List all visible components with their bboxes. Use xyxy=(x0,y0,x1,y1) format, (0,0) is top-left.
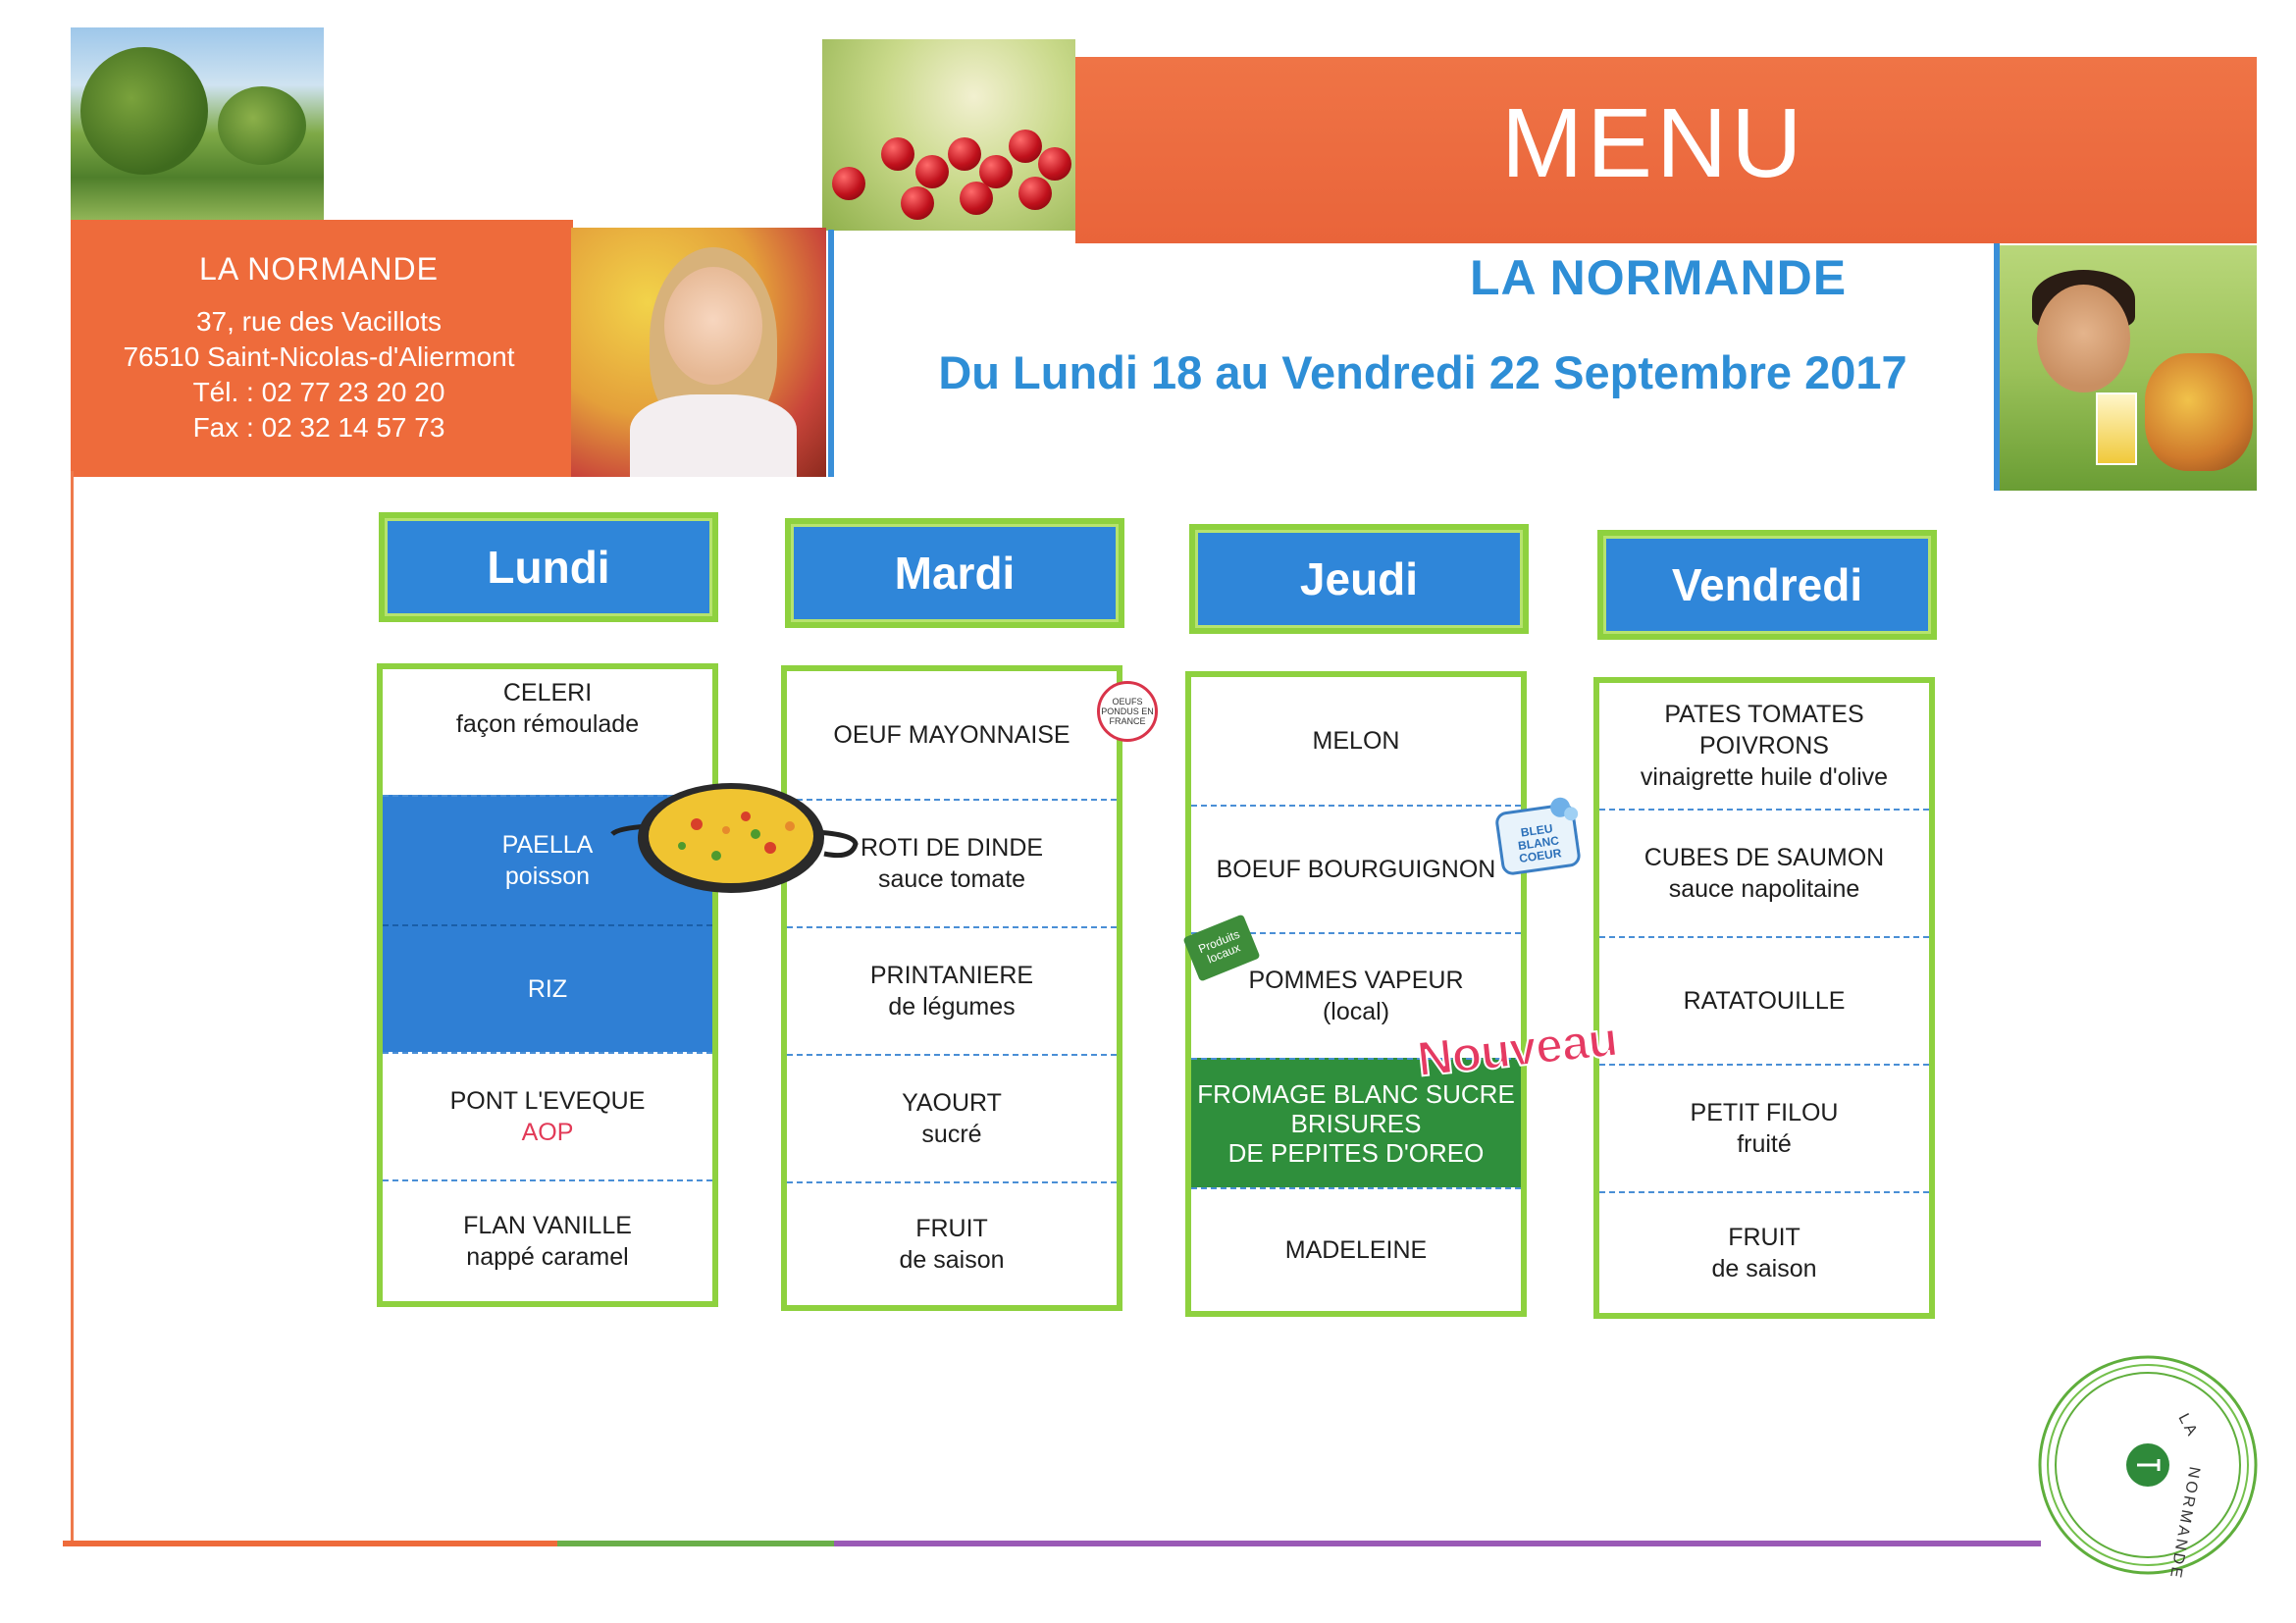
frame-divider xyxy=(828,230,834,477)
svg-text:LA: LA xyxy=(2174,1411,2201,1441)
menu-item: OEUF MAYONNAISE xyxy=(833,721,1070,749)
address-city: 76510 Saint-Nicolas-d'Aliermont xyxy=(123,341,515,372)
menu-title: MENU xyxy=(1501,88,1806,198)
address-block xyxy=(71,220,573,477)
frame-left-line xyxy=(71,471,74,1546)
bleu-blanc-coeur-badge: BLEU BLANC COEUR xyxy=(1495,797,1581,875)
day-label: Lundi xyxy=(487,542,610,593)
svg-text:BLANC: BLANC xyxy=(1517,833,1560,853)
address-tel: Tél. : 02 77 23 20 20 xyxy=(192,377,445,407)
frame-bottom-line xyxy=(63,1541,2041,1546)
menu-column-jeudi: MELON BOEUF BOURGUIGNON POMMES VAPEUR(lo… xyxy=(1185,671,1527,1317)
boy-photo xyxy=(1998,245,2257,491)
aop-label: AOP xyxy=(521,1119,574,1146)
la-normande-logo: LA NORMANDE xyxy=(2038,1355,2258,1580)
day-label: Jeudi xyxy=(1299,553,1419,604)
address-street: 37, rue des Vacillots xyxy=(195,306,443,337)
menu-item: MADELEINE xyxy=(1191,1187,1521,1311)
cherries-photo xyxy=(822,39,1075,231)
menu-item: RATATOUILLE xyxy=(1599,936,1929,1064)
menu-item-riz: RIZ xyxy=(383,924,712,1052)
frame-divider-right xyxy=(1994,243,2000,491)
day-header-lundi: Lundi xyxy=(379,512,718,622)
address-fax: Fax : 02 32 14 57 73 xyxy=(192,412,445,443)
day-header-jeudi: Jeudi xyxy=(1189,524,1529,634)
eggs-france-badge: OEUFS PONDUS EN FRANCE xyxy=(1097,681,1158,742)
menu-banner xyxy=(1075,57,2257,243)
day-header-vendredi: Vendredi xyxy=(1597,530,1937,640)
girl-photo xyxy=(571,228,826,477)
restaurant-title: LA NORMANDE xyxy=(1469,250,1848,305)
svg-text:COEUR: COEUR xyxy=(1518,846,1562,865)
menu-item: MELON xyxy=(1312,727,1400,755)
address-name: LA NORMANDE xyxy=(199,251,439,287)
day-label: Vendredi xyxy=(1671,559,1863,610)
orchard-photo xyxy=(71,27,324,220)
paella-pan-icon xyxy=(610,783,859,893)
svg-text:BLEU: BLEU xyxy=(1520,821,1553,839)
week-dates: Du Lundi 18 au Vendredi 22 Septembre 201… xyxy=(938,346,1907,398)
menu-item: BOEUF BOURGUIGNON xyxy=(1191,805,1521,932)
day-label: Mardi xyxy=(894,548,1016,599)
day-header-mardi: Mardi xyxy=(785,518,1124,628)
menu-item: POMMES VAPEUR(local) xyxy=(1191,932,1521,1058)
